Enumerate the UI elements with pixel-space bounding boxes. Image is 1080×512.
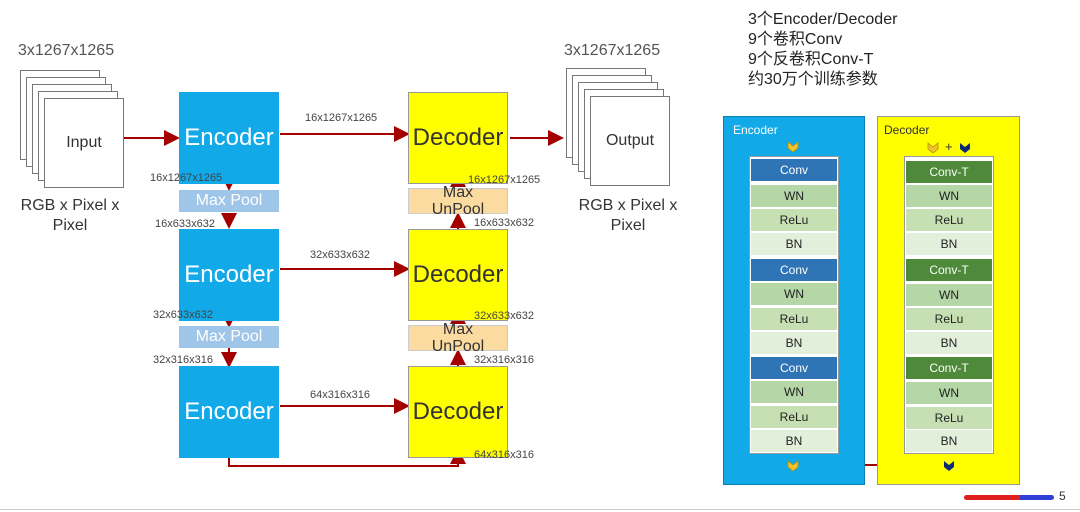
encoder-layer-conv: Conv: [750, 158, 838, 182]
decoder-layer-relu: ReLu: [905, 406, 993, 430]
max-unpool-2: Max UnPool: [408, 321, 508, 355]
decoder-layer-bn: BN: [905, 331, 993, 355]
note-line: 3个Encoder/Decoder: [748, 11, 898, 28]
input-box: Input: [44, 98, 124, 188]
note-line: 9个卷积Conv: [748, 31, 843, 48]
decoder-layer-relu: ReLu: [905, 208, 993, 232]
decoder-panel-title: Decoder: [884, 123, 930, 137]
max-pool-2: Max Pool: [179, 326, 279, 348]
encoder-layer-wn: WN: [750, 184, 838, 208]
decoder-label: Decoder: [412, 261, 504, 288]
note-line: 9个反卷积Conv-T: [748, 51, 874, 68]
progress-bar: [964, 495, 1054, 500]
decoder-label: Decoder: [412, 398, 504, 425]
output-label: Output: [605, 132, 655, 149]
input-dims: 3x1267x1265: [18, 42, 115, 59]
decoder-layer-conv-t: Conv-T: [905, 160, 993, 184]
output-box: Output: [590, 96, 670, 186]
output-caption: RGB x Pixel x Pixel: [578, 197, 678, 234]
encoder-layer-bn: BN: [750, 331, 838, 355]
output-dims: 3x1267x1265: [564, 42, 661, 59]
encoder-block-3: Encoder: [179, 366, 279, 458]
decoder-layer-conv-t: Conv-T: [905, 258, 993, 282]
encoder-block-1: Encoder: [179, 92, 279, 184]
edge-label-p2-down: 32x316x316: [153, 354, 213, 366]
decoder-layer-wn: WN: [905, 283, 993, 307]
edge-label-u2-in: 32x316x316: [474, 354, 534, 366]
encoder-label: Encoder: [184, 124, 274, 151]
edge-label-d1-in: 16x1267x1265: [468, 174, 541, 186]
encoder-layer-wn: WN: [750, 282, 838, 306]
edge-label-d2-in: 32x633x632: [474, 310, 534, 322]
max-unpool-label: Max UnPool: [431, 184, 485, 218]
edge-label-skip3: 64x316x316: [310, 389, 370, 401]
edge-label-u1-in: 16x633x632: [474, 217, 534, 229]
note-line: 约30万个训练参数: [748, 71, 878, 88]
decoder-plus: +: [945, 139, 953, 154]
edge-label-skip1: 16x1267x1265: [305, 112, 378, 124]
encoder-layer-relu: ReLu: [750, 307, 838, 331]
decoder-layer-bn: BN: [905, 429, 993, 453]
decoder-input-icon: [959, 141, 971, 159]
edge-label-skip2: 32x633x632: [310, 249, 370, 261]
encoder-layer-bn: BN: [750, 429, 838, 453]
encoder-layer-wn: WN: [750, 380, 838, 404]
edge-label-e2-down: 32x633x632: [153, 309, 213, 321]
decoder-layer-relu: ReLu: [905, 307, 993, 331]
input-caption: RGB x Pixel x Pixel: [20, 197, 120, 234]
encoder-layer-relu: ReLu: [750, 208, 838, 232]
max-pool-label: Max Pool: [195, 192, 263, 209]
decoder-layer-conv-t: Conv-T: [905, 356, 993, 380]
input-label: Input: [66, 134, 102, 151]
encoder-block-2: Encoder: [179, 229, 279, 321]
decoder-layer-wn: WN: [905, 381, 993, 405]
decoder-block-2: Decoder: [408, 229, 508, 321]
edge-label-e1-down: 16x1267x1265: [150, 172, 223, 184]
decoder-label: Decoder: [412, 124, 504, 151]
decoder-layer-bn: BN: [905, 232, 993, 256]
encoder-output-icon: [787, 459, 799, 477]
notes: 3个Encoder/Decoder 9个卷积Conv 9个反卷积Conv-T 约…: [748, 10, 897, 90]
encoder-layer-bn: BN: [750, 232, 838, 256]
max-unpool-1: Max UnPool: [408, 184, 508, 218]
page-number: 5: [1059, 489, 1066, 503]
encoder-layer-relu: ReLu: [750, 405, 838, 429]
footer-divider: [0, 509, 1080, 510]
decoder-skip-icon: [927, 141, 939, 159]
decoder-layer-wn: WN: [905, 184, 993, 208]
max-unpool-label: Max UnPool: [431, 321, 485, 355]
decoder-block-1: Decoder: [408, 92, 508, 184]
encoder-input-icon: [787, 140, 799, 158]
encoder-label: Encoder: [184, 398, 274, 425]
decoder-block-3: Decoder: [408, 366, 508, 458]
max-pool-label: Max Pool: [195, 328, 263, 345]
encoder-layer-conv: Conv: [750, 356, 838, 380]
encoder-layer-conv: Conv: [750, 258, 838, 282]
decoder-output-icon: [943, 459, 955, 477]
edge-label-p1-down: 16x633x632: [155, 218, 215, 230]
edge-label-bottom: 64x316x316: [474, 449, 534, 461]
max-pool-1: Max Pool: [179, 190, 279, 212]
encoder-label: Encoder: [184, 261, 274, 288]
encoder-panel-title: Encoder: [733, 123, 778, 137]
